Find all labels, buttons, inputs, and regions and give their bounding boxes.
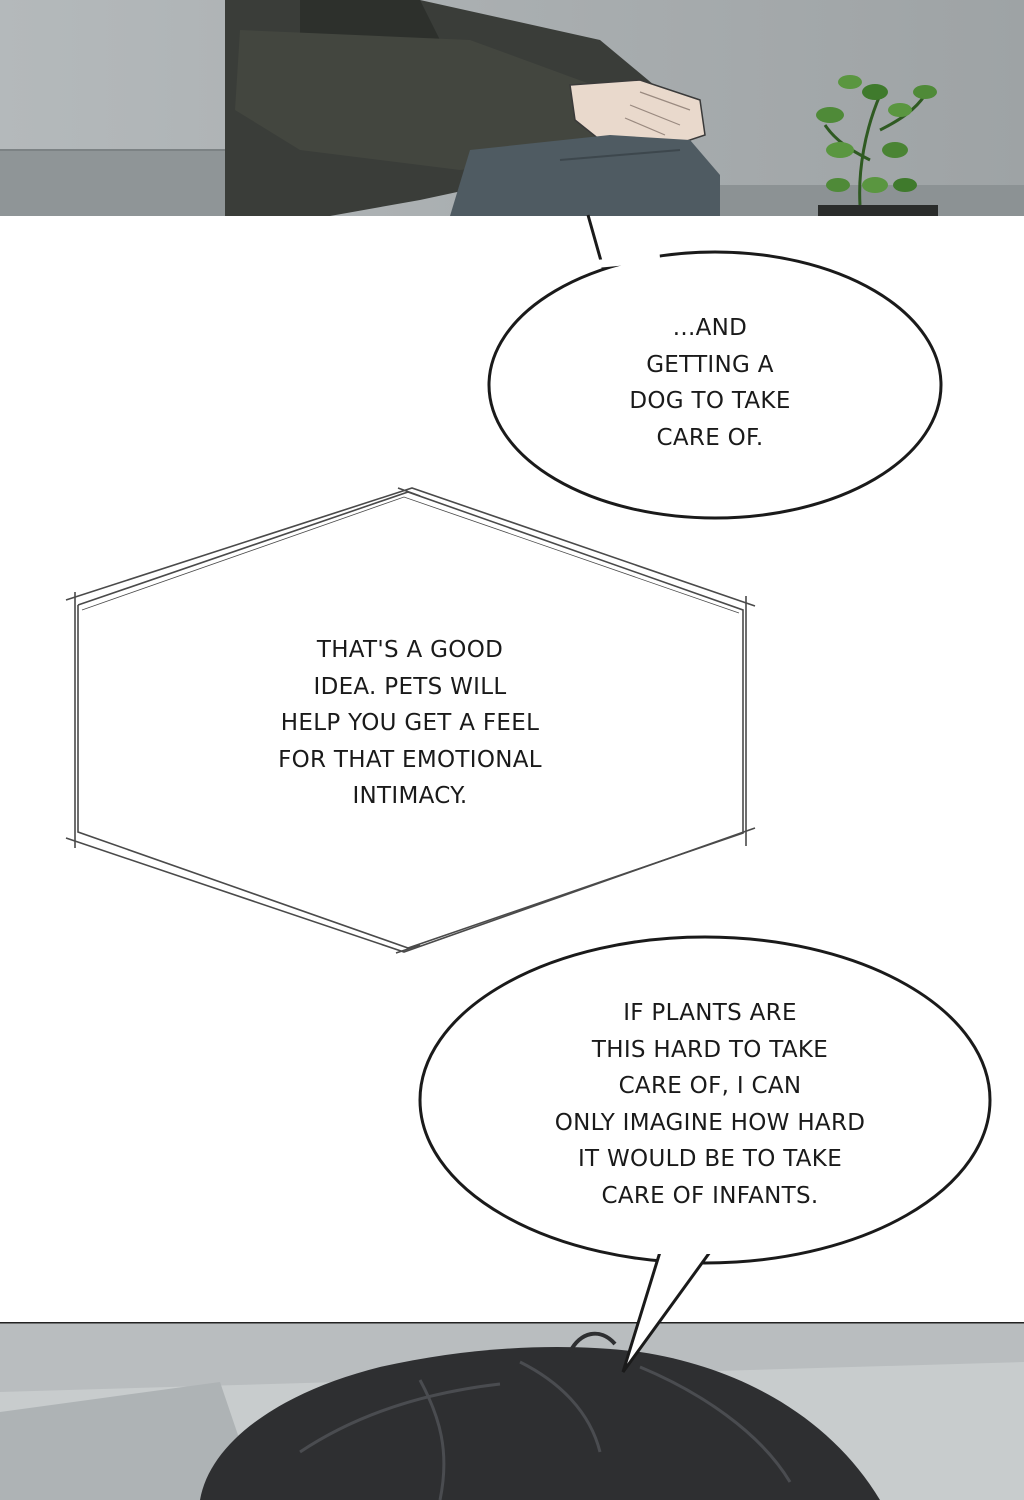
bottom-comic-panel: [0, 1322, 1024, 1500]
narration-hexagon-shape: [65, 487, 756, 954]
bottom-panel-illustration: [0, 1322, 1024, 1500]
speech-bubble-1-shape: [487, 214, 943, 520]
top-panel-illustration: [0, 0, 1024, 216]
top-comic-panel: [0, 0, 1024, 216]
narration-box-text: THAT'S A GOOD IDEA. PETS WILL HELP YOU G…: [278, 637, 542, 809]
speech-bubble-1-text: ...AND GETTING A DOG TO TAKE CARE OF.: [629, 315, 791, 451]
speech-bubble-3-text: IF PLANTS ARE THIS HARD TO TAKE CARE OF,…: [554, 1000, 866, 1209]
speech-bubble-3-shape: [418, 935, 992, 1373]
